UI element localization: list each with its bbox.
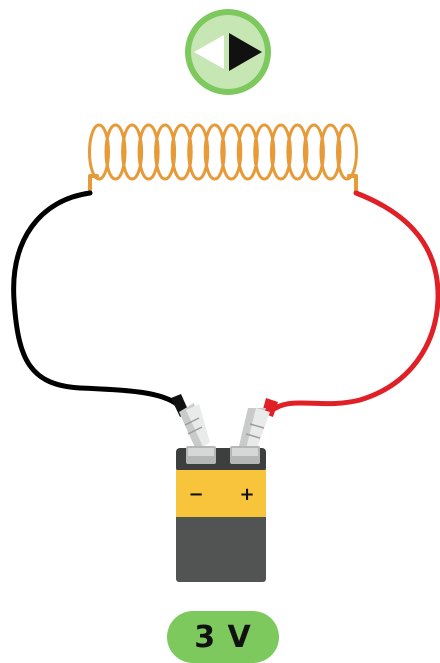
coil-loop xyxy=(236,123,259,181)
coil-loop xyxy=(121,123,144,181)
coil-loop xyxy=(253,123,276,181)
coil-loop xyxy=(187,123,210,181)
negative-terminal-label: − xyxy=(188,484,203,505)
coil xyxy=(88,123,358,195)
positive-terminal xyxy=(230,446,260,464)
positive-wire xyxy=(267,190,440,415)
negative-clip[interactable] xyxy=(171,394,210,450)
battery: − + xyxy=(176,446,266,582)
arrow-left-icon xyxy=(194,35,224,69)
direction-toggle-icon xyxy=(194,33,262,71)
coil-loop xyxy=(203,123,226,181)
coil-loop xyxy=(88,123,110,181)
battery-body xyxy=(176,517,266,582)
coil-loop xyxy=(319,123,342,181)
coil-loop xyxy=(286,123,309,181)
coil-loop xyxy=(170,123,193,181)
negative-terminal xyxy=(186,446,216,464)
battery-label-band xyxy=(176,470,266,518)
positive-clip[interactable] xyxy=(239,398,278,451)
coil-loop xyxy=(104,123,127,181)
coil-loop xyxy=(220,123,243,181)
coil-loop xyxy=(269,123,292,181)
coil-loop xyxy=(302,123,325,181)
negative-wire xyxy=(11,190,181,408)
coil-loops xyxy=(88,123,358,181)
voltage-value: 3 V xyxy=(194,619,252,655)
arrow-right-icon xyxy=(229,33,262,71)
positive-terminal-label: + xyxy=(239,484,254,505)
direction-toggle-button[interactable] xyxy=(185,9,271,95)
voltage-selector[interactable]: 3 V xyxy=(167,611,279,663)
direction-toggle-hit-area[interactable] xyxy=(183,7,273,97)
coil-loop xyxy=(137,123,160,181)
coil-loop xyxy=(154,123,177,181)
coil-loop xyxy=(336,123,358,181)
